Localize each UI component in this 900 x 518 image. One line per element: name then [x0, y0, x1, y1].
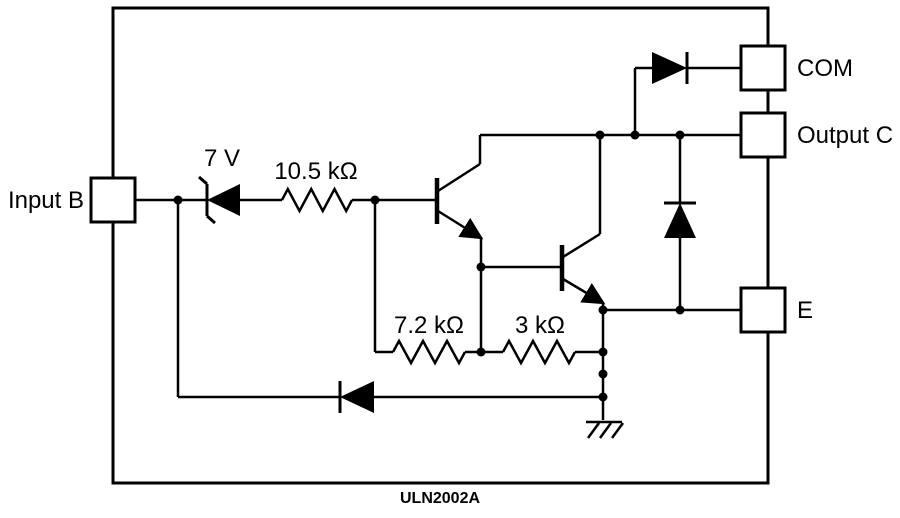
- zener-diode-7v: [198, 175, 240, 225]
- resistors: [280, 186, 577, 366]
- input-b-pad: [89, 176, 137, 224]
- q2-emitter: [562, 277, 606, 305]
- q2-collector: [562, 232, 601, 259]
- resistor-7k2: [391, 338, 467, 366]
- junction-dot: [595, 130, 605, 140]
- input-b-label: Input B: [8, 187, 84, 214]
- com-diode-triangle: [652, 52, 687, 84]
- part-number-label: ULN2002A: [400, 490, 480, 507]
- junction-dot: [173, 195, 183, 205]
- junction-dot: [598, 305, 608, 315]
- e-label: E: [797, 297, 813, 324]
- resistor-7k2-label: 7.2 kΩ: [394, 312, 464, 339]
- resistor-3k: [501, 338, 577, 366]
- pin-pads: [89, 44, 787, 334]
- junction-dot: [630, 130, 640, 140]
- zener-value-label: 7 V: [204, 145, 240, 172]
- junction-dot: [476, 347, 486, 357]
- resistor-10k5-label: 10.5 kΩ: [274, 158, 357, 185]
- junction-dot: [598, 369, 608, 379]
- ground-symbol: [586, 420, 625, 439]
- junction-dots: [173, 130, 685, 402]
- com-label: COM: [797, 55, 853, 82]
- device-boundary: [111, 6, 770, 485]
- zener-triangle: [207, 184, 240, 216]
- ground-hatches: [586, 422, 625, 439]
- junction-dot: [598, 392, 608, 402]
- junction-dot: [675, 130, 685, 140]
- input-clamp-triangle: [340, 381, 374, 413]
- e-pad: [739, 286, 787, 334]
- junction-dot: [476, 262, 486, 272]
- flyback-diode-triangle: [664, 203, 696, 238]
- resistor-10k5: [280, 186, 354, 214]
- junction-dot: [675, 305, 685, 315]
- q1-emitter: [437, 209, 484, 240]
- zener-cathode-bar: [198, 175, 216, 225]
- wires: [135, 66, 741, 420]
- com-clamp-diode: [652, 52, 689, 84]
- junction-dot: [598, 347, 608, 357]
- flyback-diode: [664, 201, 696, 238]
- output-c-label: Output C: [797, 122, 893, 149]
- output-c-pad: [739, 111, 787, 159]
- transistor-q2: [559, 232, 606, 305]
- transistor-q1: [434, 162, 484, 240]
- input-clamp-diode: [338, 381, 374, 413]
- com-pad: [739, 44, 787, 92]
- q1-collector: [437, 162, 481, 193]
- resistor-3k-label: 3 kΩ: [515, 312, 565, 339]
- junction-dot: [370, 195, 380, 205]
